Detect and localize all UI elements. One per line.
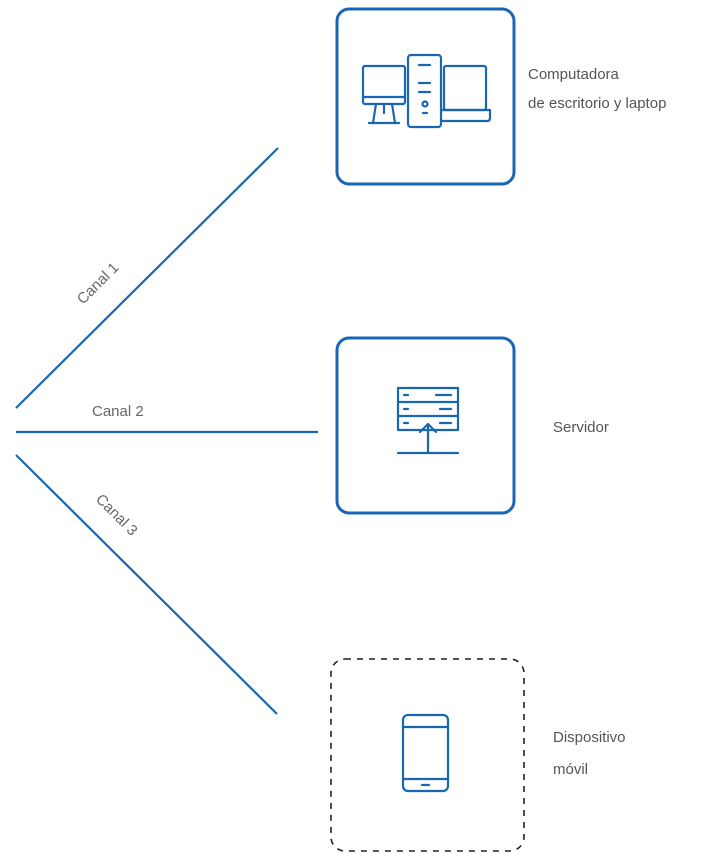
device-mobile: Dispositivo móvil xyxy=(330,658,626,852)
channel-2-label: Canal 2 xyxy=(92,403,144,420)
device-server: Servidor xyxy=(335,336,609,515)
device-label-line-1: Dispositivo xyxy=(553,729,626,746)
device-label-line-2: móvil xyxy=(553,761,588,778)
channel-3-line xyxy=(15,454,278,715)
server-upload-icon xyxy=(396,386,460,455)
device-label-line-1: Computadora xyxy=(528,66,620,83)
device-box-dashed xyxy=(330,658,525,852)
device-label-line-1: Servidor xyxy=(553,419,609,436)
mobile-phone-icon xyxy=(401,713,450,793)
device-desktop-laptop: Computadora de escritorio y laptop xyxy=(335,7,666,186)
channel-3-label: Canal 3 xyxy=(92,491,141,540)
device-label-line-2: de escritorio y laptop xyxy=(528,95,666,112)
desktop-laptop-icon xyxy=(361,53,492,129)
channel-1-label: Canal 1 xyxy=(74,259,123,308)
channel-1-line xyxy=(15,147,279,409)
